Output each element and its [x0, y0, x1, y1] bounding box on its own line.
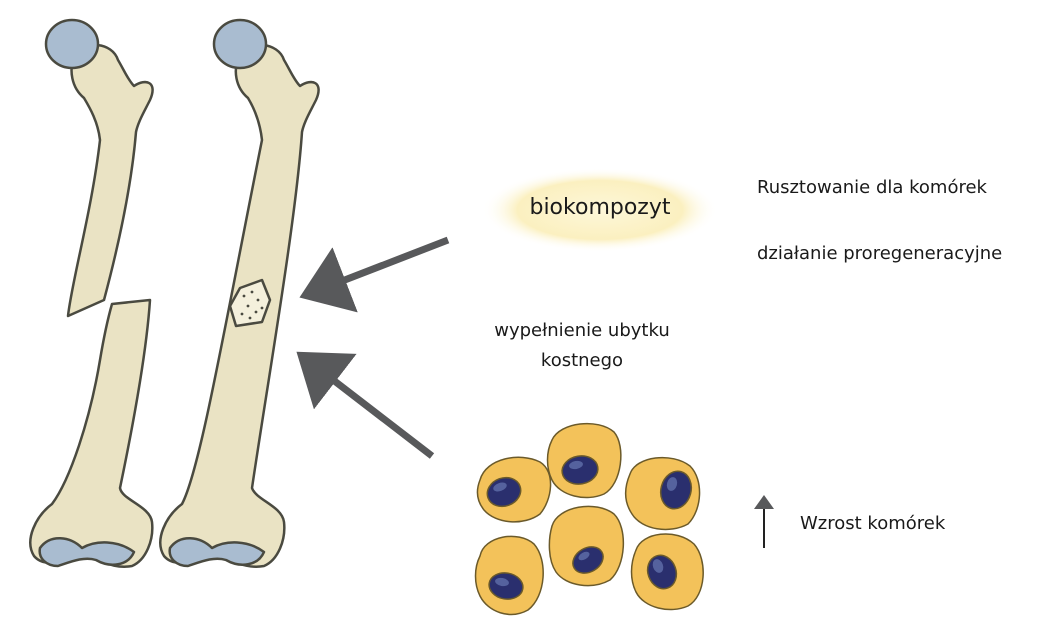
arrow-biocomposite-to-defect	[306, 240, 448, 295]
cell	[626, 458, 700, 530]
femoral-head-right	[214, 20, 266, 68]
repaired-femur	[160, 20, 318, 567]
femoral-head-left	[46, 20, 98, 68]
cell	[549, 506, 623, 585]
regeneration-label: działanie proregeneracyjne	[757, 243, 1002, 264]
cell-cluster	[476, 424, 704, 615]
femur-lower-fragment	[30, 300, 152, 567]
defect-filling-line2: kostnego	[452, 346, 712, 376]
arrow-cells-to-defect	[302, 356, 432, 456]
cell-growth-label: Wzrost komórek	[800, 513, 945, 534]
biocomposite-label: biokompozyt	[500, 195, 700, 220]
cell	[632, 534, 704, 610]
cell	[548, 424, 621, 498]
fractured-femur	[30, 20, 152, 567]
defect-filling-line1: wypełnienie ubytku	[452, 316, 712, 346]
femur-upper-fragment	[68, 45, 153, 316]
scaffold-label: Rusztowanie dla komórek	[757, 177, 987, 198]
cell	[476, 536, 544, 614]
cell	[477, 457, 550, 522]
defect-filling-label: wypełnienie ubytku kostnego	[452, 316, 712, 376]
